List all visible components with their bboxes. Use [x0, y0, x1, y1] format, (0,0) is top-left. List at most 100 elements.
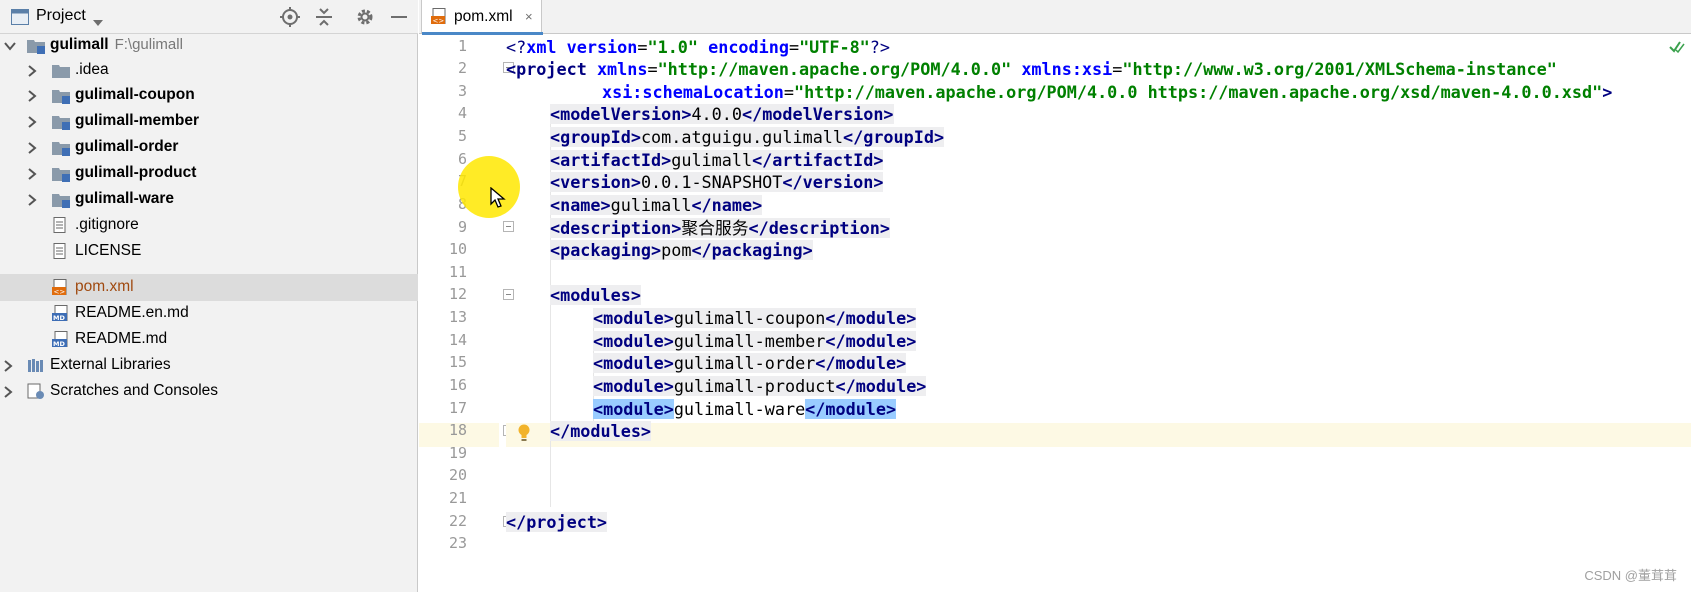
lightbulb-icon[interactable] — [517, 424, 531, 446]
chevron-right-icon[interactable] — [2, 385, 14, 398]
folder-icon — [52, 62, 70, 79]
line-number: 3 — [457, 82, 467, 100]
gear-icon[interactable] — [354, 6, 376, 28]
line-number: 2 — [457, 59, 467, 77]
module-folder-icon — [52, 139, 70, 156]
tree-item-gulimall-ware[interactable]: gulimall-ware — [0, 186, 418, 213]
tree-item-gitignore[interactable]: .gitignore — [0, 212, 418, 239]
hide-panel-icon[interactable] — [388, 6, 410, 28]
project-view-selector[interactable]: Project — [36, 7, 86, 24]
chevron-right-icon[interactable] — [26, 167, 38, 180]
text-file-icon — [52, 217, 70, 234]
tree-item-idea[interactable]: .idea — [0, 57, 418, 84]
tree-item-label: README.md — [75, 330, 168, 347]
tree-item-label: gulimall-order — [75, 138, 179, 155]
module-folder-icon — [52, 191, 70, 208]
cursor-highlight-circle — [458, 156, 520, 218]
code-line-16: <module>gulimall-product</module> — [593, 376, 927, 396]
line-number: 4 — [457, 104, 467, 122]
module-folder-icon — [27, 37, 45, 54]
svg-text:<>: <> — [54, 288, 66, 296]
editor-tab-bar: <> pom.xml × — [419, 0, 1691, 35]
line-number: 6 — [457, 150, 467, 168]
editor-area[interactable]: <> pom.xml × 1 2 3 4 5 6 7 8 9 10 11 12 … — [419, 0, 1691, 592]
code-line-10: <packaging>pom</packaging> — [550, 240, 813, 260]
library-icon — [27, 357, 45, 374]
line-number: 11 — [448, 263, 467, 281]
chevron-right-icon[interactable] — [26, 115, 38, 128]
code-line-4: <modelVersion>4.0.0</modelVersion> — [550, 104, 894, 124]
tree-item-label: gulimall-member — [75, 112, 200, 129]
line-number: 23 — [448, 534, 467, 552]
tree-item-external-libraries[interactable]: External Libraries — [0, 352, 418, 379]
line-number: 22 — [448, 512, 467, 530]
svg-text:MD: MD — [53, 314, 65, 322]
fold-marker-icon[interactable] — [503, 62, 514, 73]
chevron-right-icon[interactable] — [26, 193, 38, 206]
tree-item-scratches[interactable]: Scratches and Consoles — [0, 378, 418, 405]
fold-marker-icon[interactable] — [503, 221, 514, 232]
line-number: 16 — [448, 376, 467, 394]
tree-item-license[interactable]: LICENSE — [0, 238, 418, 265]
tree-item-pom-xml[interactable]: <> pom.xml — [0, 274, 418, 301]
chevron-right-icon[interactable] — [26, 89, 38, 102]
line-number: 21 — [448, 489, 467, 507]
code-editor[interactable]: <?xml version="1.0" encoding="UTF-8"?> <… — [506, 35, 1691, 592]
code-line-18: </modules> — [550, 421, 652, 441]
tree-item-label: pom.xml — [75, 278, 134, 295]
current-line-highlight — [506, 423, 1691, 447]
line-number: 10 — [448, 240, 467, 258]
inspection-ok-icon[interactable] — [1669, 40, 1685, 58]
close-icon[interactable]: × — [525, 9, 533, 24]
code-line-22: </project> — [506, 512, 608, 532]
tree-item-label: .gitignore — [75, 216, 139, 233]
project-panel-header: Project — [0, 0, 418, 34]
tree-item-readme-en[interactable]: MD README.en.md — [0, 300, 418, 327]
chevron-down-icon[interactable] — [92, 14, 104, 31]
chevron-right-icon[interactable] — [26, 64, 38, 77]
watermark-text: CSDN @董茸茸 — [1584, 568, 1677, 583]
locate-file-icon[interactable] — [279, 6, 301, 28]
line-number-gutter: 1 2 3 4 5 6 7 8 9 10 11 12 13 14 15 16 1… — [419, 35, 499, 592]
current-line-gutter-highlight — [419, 423, 499, 447]
module-folder-icon — [52, 87, 70, 104]
code-line-14: <module>gulimall-member</module> — [593, 331, 917, 351]
tree-item-label: Scratches and Consoles — [50, 382, 219, 399]
markdown-file-icon: MD — [52, 305, 70, 322]
line-number: 17 — [448, 399, 467, 417]
tree-item-gulimall-order[interactable]: gulimall-order — [0, 134, 418, 161]
collapse-all-icon[interactable] — [313, 6, 335, 28]
module-folder-icon — [52, 113, 70, 130]
chevron-right-icon[interactable] — [26, 141, 38, 154]
xml-file-icon: <> — [431, 8, 449, 29]
code-line-7: <version>0.0.1-SNAPSHOT</version> — [550, 172, 884, 192]
tree-item-gulimall-member[interactable]: gulimall-member — [0, 108, 418, 135]
tree-item-gulimall-coupon[interactable]: gulimall-coupon — [0, 82, 418, 109]
line-number: 9 — [457, 218, 467, 236]
tree-item-label: gulimall-coupon — [75, 86, 195, 103]
code-line-13: <module>gulimall-coupon</module> — [593, 308, 917, 328]
project-window-icon — [11, 9, 29, 29]
chevron-right-icon[interactable] — [2, 359, 14, 372]
tree-item-label: LICENSE — [75, 242, 142, 259]
scratches-icon — [27, 383, 45, 400]
tree-item-gulimall-product[interactable]: gulimall-product — [0, 160, 418, 187]
line-number: 14 — [448, 331, 467, 349]
module-folder-icon — [52, 165, 70, 182]
line-number: 20 — [448, 466, 467, 484]
fold-marker-icon[interactable] — [503, 289, 514, 300]
svg-text:<>: <> — [433, 17, 445, 25]
indent-guide — [550, 107, 551, 507]
tab-pom-xml[interactable]: <> pom.xml × — [421, 0, 543, 35]
expand-arrow-icon[interactable] — [4, 39, 16, 51]
tree-item-label: .idea — [75, 61, 109, 78]
tree-item-readme[interactable]: MD README.md — [0, 326, 418, 353]
project-path: F:\gulimall — [114, 36, 183, 53]
markdown-file-icon: MD — [52, 331, 70, 348]
code-line-3: xsi:schemaLocation="http://maven.apache.… — [602, 82, 1613, 102]
text-file-icon — [52, 243, 70, 260]
mouse-pointer-icon — [490, 186, 506, 213]
